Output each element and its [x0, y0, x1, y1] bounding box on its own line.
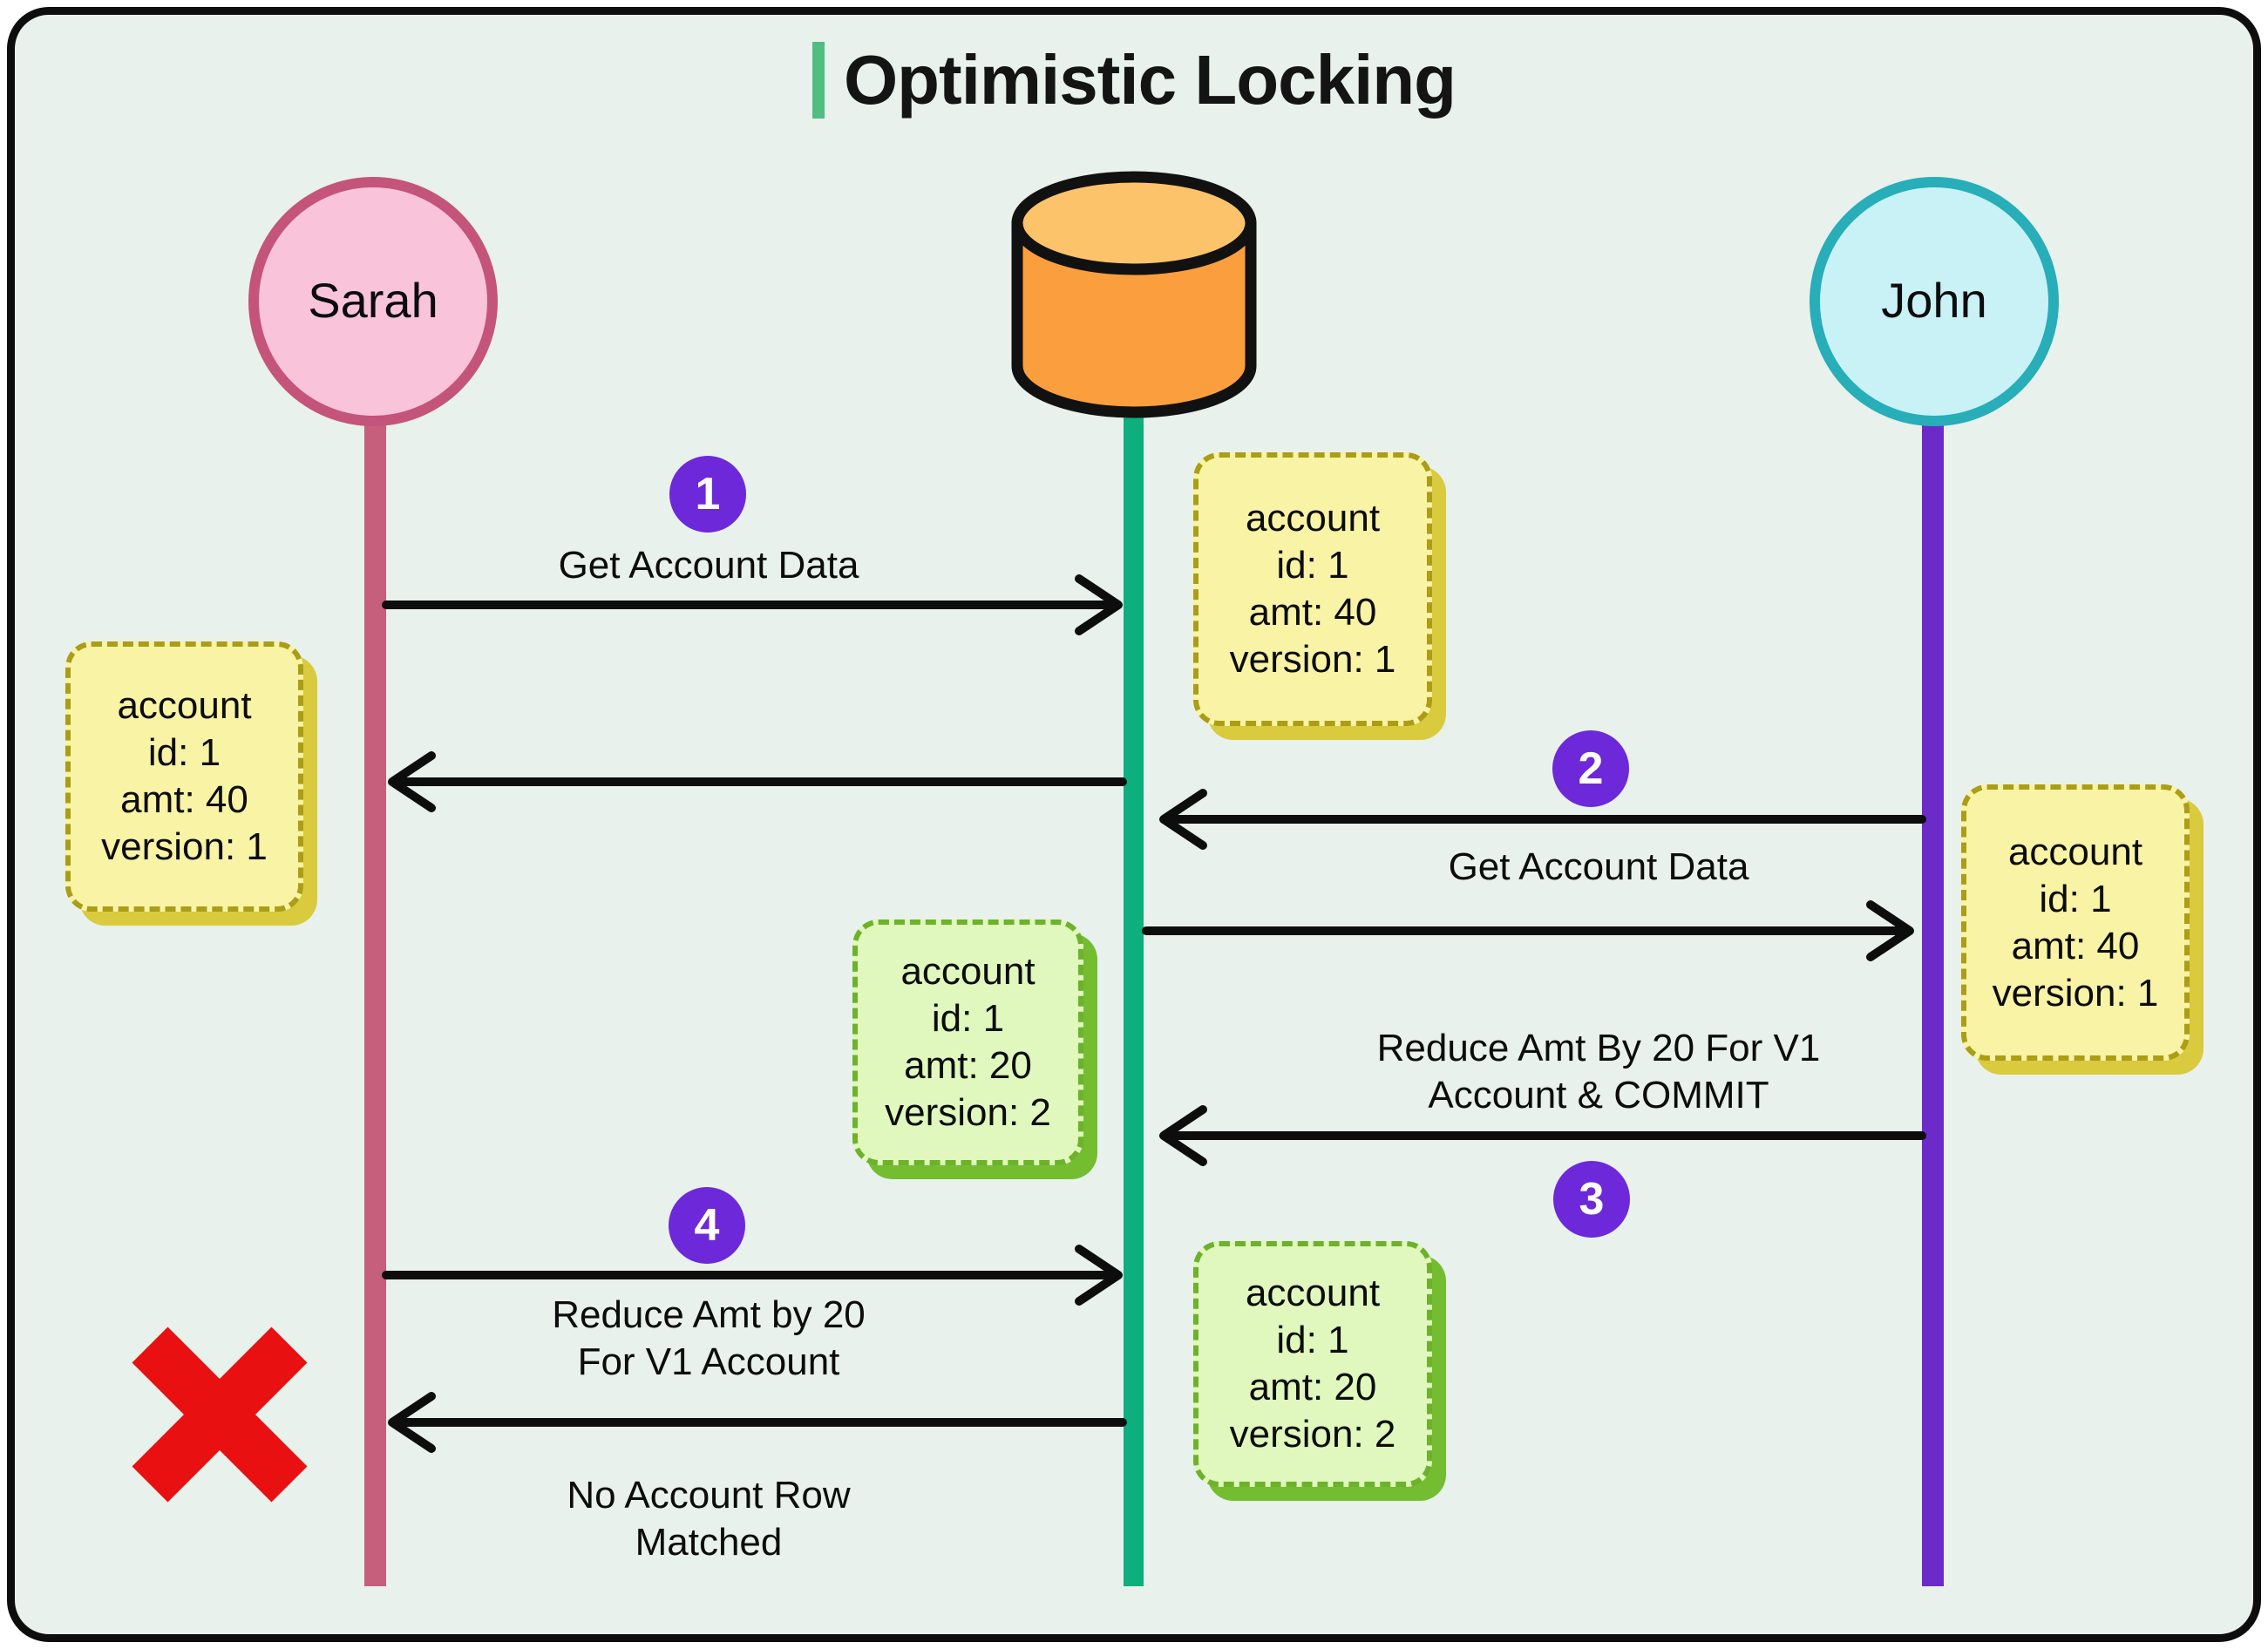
title-accent-bar [811, 42, 825, 119]
step-badge-4: 4 [669, 1187, 745, 1264]
message-no-match-line2: Matched [635, 1521, 783, 1564]
note-line: id: 1 [1276, 544, 1349, 587]
step-badge-2: 2 [1552, 730, 1629, 807]
database-cylinder-icon [1011, 171, 1257, 418]
message-reduce-commit-line1: Reduce Amt By 20 For V1 [1376, 1027, 1821, 1069]
note-db-account-v1: account id: 1 amt: 40 version: 1 [1193, 452, 1432, 726]
note-line: amt: 20 [904, 1044, 1032, 1087]
note-db-account-v2-result: account id: 1 amt: 20 version: 2 [1193, 1241, 1432, 1487]
note-line: id: 1 [931, 997, 1005, 1040]
arrow-get-account-data-sarah [382, 574, 1123, 635]
note-line: id: 1 [2039, 877, 2112, 920]
john-actor-circle [1810, 177, 2059, 426]
john-lifeline [1922, 349, 1944, 1586]
message-no-match: No Account Row Matched [491, 1472, 927, 1566]
actor-label-john: John [1881, 273, 1987, 328]
arrow-return-account-to-sarah [388, 751, 1127, 812]
message-reduce-v1-line1: Reduce Amt by 20 [552, 1293, 866, 1336]
database-lifeline [1124, 375, 1144, 1586]
failure-x-icon [132, 1327, 308, 1503]
note-line: amt: 40 [2011, 924, 2140, 967]
note-line: version: 1 [101, 825, 268, 868]
note-line: version: 2 [885, 1091, 1051, 1134]
note-line: account [117, 684, 252, 727]
message-get-account-data-1: Get Account Data [558, 544, 859, 587]
actor-label-sarah: Sarah [308, 273, 438, 328]
step-badge-3: 3 [1553, 1161, 1630, 1238]
note-line: id: 1 [1276, 1319, 1349, 1361]
note-line: amt: 40 [120, 778, 248, 821]
message-get-account-data-2: Get Account Data [1448, 845, 1749, 888]
note-line: account [1245, 497, 1381, 539]
sarah-lifeline [364, 349, 386, 1586]
message-reduce-v1-line2: For V1 Account [577, 1340, 840, 1383]
arrow-reduce-v1-sarah [382, 1245, 1123, 1306]
message-no-match-line1: No Account Row [567, 1474, 851, 1517]
arrow-reduce-commit-john [1159, 1105, 1926, 1166]
note-line: version: 1 [1992, 971, 2159, 1015]
note-line: account [2007, 830, 2143, 873]
note-db-account-v2: account id: 1 amt: 20 version: 2 [852, 920, 1083, 1165]
note-line: amt: 40 [1248, 591, 1377, 634]
note-sarah-account-v1: account id: 1 amt: 40 version: 1 [65, 641, 303, 912]
message-reduce-commit-line2: Account & COMMIT [1428, 1074, 1769, 1116]
arrow-no-row-matched [388, 1392, 1127, 1453]
note-line: account [900, 950, 1036, 993]
note-line: version: 1 [1229, 638, 1396, 681]
note-line: version: 2 [1229, 1413, 1396, 1456]
message-reduce-commit: Reduce Amt By 20 For V1 Account & COMMIT [1337, 1025, 1860, 1119]
arrow-return-account-to-john [1142, 900, 1914, 961]
note-line: id: 1 [147, 731, 221, 774]
note-john-account-v1: account id: 1 amt: 40 version: 1 [1961, 784, 2190, 1061]
title-row: Optimistic Locking [0, 40, 2268, 120]
arrow-get-account-data-john [1159, 789, 1926, 850]
message-reduce-v1: Reduce Amt by 20 For V1 Account [491, 1292, 927, 1386]
sarah-actor-circle [248, 177, 498, 426]
note-line: amt: 20 [1248, 1366, 1377, 1408]
page-title: Optimistic Locking [843, 41, 1457, 119]
note-line: account [1245, 1272, 1381, 1314]
step-badge-1: 1 [669, 456, 746, 533]
